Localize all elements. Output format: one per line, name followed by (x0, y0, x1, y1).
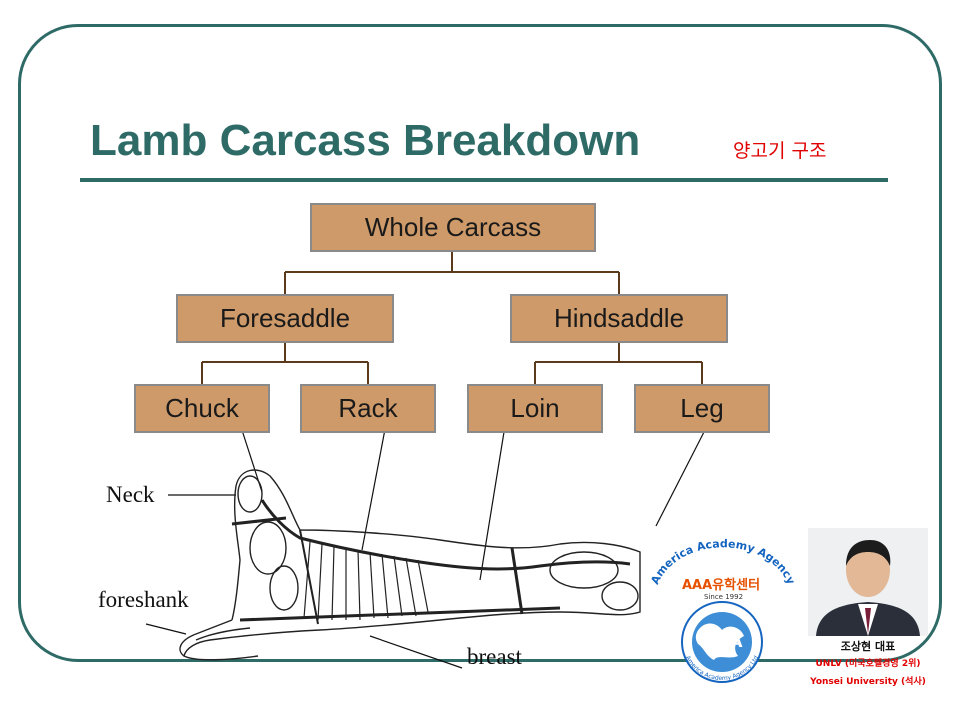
node-loin: Loin (467, 384, 603, 433)
profile-line1: UNLV (미국호텔경영 2위) (815, 659, 921, 669)
carcass-illustration (179, 469, 641, 661)
aaa-logo-graphic: America Academy Agency America Academy A… (648, 537, 798, 683)
pointer-lines (145, 423, 705, 669)
logo-globe-text: AAA (703, 632, 743, 652)
person-icon (808, 528, 928, 636)
profile-photo (808, 528, 928, 636)
logo-center-text: AAA유학센터 (682, 578, 761, 593)
slide-subtitle: 양고기 구조 (733, 140, 827, 162)
profile-name: 조상현 대표 (840, 640, 896, 653)
label-foreshank: foreshank (98, 587, 189, 612)
profile-line2: Yonsei University (석사) (810, 677, 926, 687)
aaa-logo: America Academy Agency America Academy A… (648, 520, 798, 690)
tree-connectors (201, 251, 703, 385)
slide-title: Lamb Carcass Breakdown (90, 116, 641, 165)
node-rack: Rack (300, 384, 436, 433)
label-breast: breast (467, 644, 522, 669)
slide-frame (18, 24, 942, 662)
node-chuck: Chuck (134, 384, 270, 433)
node-foresaddle: Foresaddle (176, 294, 394, 343)
node-hindsaddle: Hindsaddle (510, 294, 728, 343)
node-leg: Leg (634, 384, 770, 433)
node-whole-carcass: Whole Carcass (310, 203, 596, 252)
logo-since: Since 1992 (704, 593, 744, 601)
label-neck: Neck (106, 482, 155, 507)
title-underline (80, 178, 888, 182)
